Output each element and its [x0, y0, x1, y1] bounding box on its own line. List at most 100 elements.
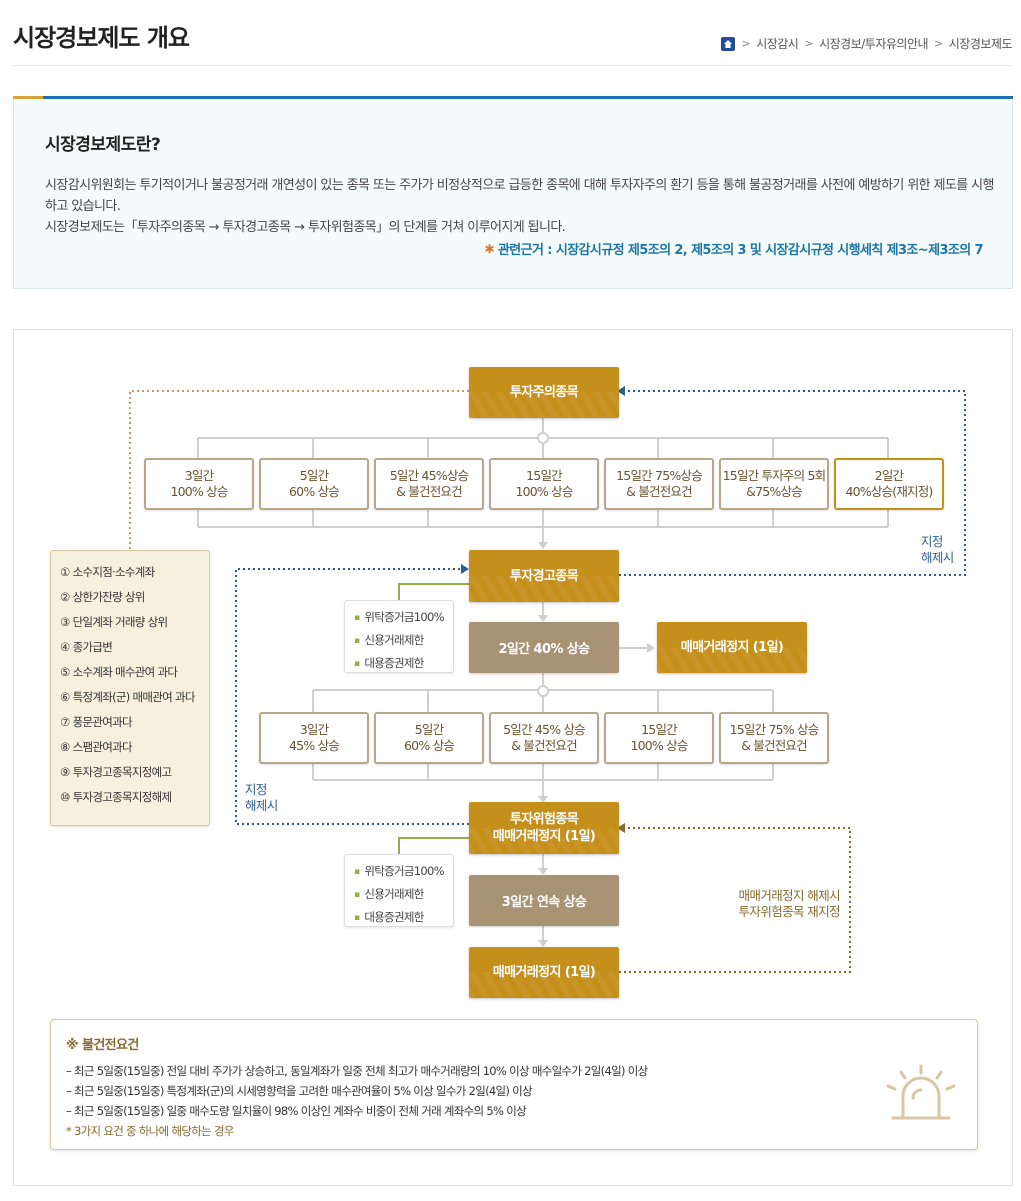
notes-list: – 최근 5일중(15일중) 전일 대비 주가가 상승하고, 동일계좌가 일중 …	[66, 1061, 977, 1121]
caution-stock-label: 투자주의종목	[509, 385, 579, 400]
notes-footnote: * 3가지 요건 중 하나에 해당하는 경우	[66, 1124, 234, 1138]
condition-line: & 불건전요건	[626, 484, 692, 499]
chevron-right-icon: >	[934, 37, 943, 50]
list-item: ⑦ 풍문관여과다	[60, 715, 133, 729]
condition-line: 5일간	[299, 468, 329, 483]
condition-line: 60% 상승	[289, 484, 340, 499]
risk-stock-label: 투자위험종목	[509, 812, 579, 827]
intro-paragraph: 시장감시위원회는 투기적이거나 불공정거래 개연성이 있는 종목 또는 주가가 …	[45, 178, 995, 214]
list-item: ⑤ 소수계좌 매수관여 과다	[60, 665, 178, 679]
intro-paragraph: 시장경보제도는「투자주의종목 → 투자경고종목 → 투자위험종목」의 단계를 거…	[45, 220, 566, 235]
breadcrumb-item[interactable]: 시장경보/투자유의안내	[819, 37, 929, 51]
risk-stock-sublabel: 매매거래정지 (1일)	[492, 829, 596, 844]
condition-line: 5일간	[414, 722, 444, 737]
condition-line: 45% 상승	[289, 738, 340, 753]
list-item: ④ 종가급변	[60, 640, 113, 654]
condition-line: 15일간	[641, 722, 678, 737]
warning-trigger-node: 2일간 40% 상승	[469, 622, 619, 673]
caution-condition: 15일간 75%상승& 불건전요건	[604, 458, 714, 510]
risk-trigger-node: 3일간 연속 상승	[469, 875, 619, 926]
condition-line: &75%상승	[746, 484, 803, 499]
condition-line: 2일간	[874, 468, 904, 483]
warning-stock-node: 투자경고종목	[469, 550, 619, 602]
condition-line: & 불건전요건	[396, 484, 462, 499]
list-item: ③ 단일계좌 거래량 상위	[60, 615, 168, 629]
chevron-right-icon: >	[804, 37, 814, 50]
condition-line: 40%상승(재지정)	[845, 484, 933, 499]
caution-stock-node: 투자주의종목	[469, 367, 619, 418]
condition-line: 15일간 75%상승	[616, 468, 702, 483]
risk-halt-label: 매매거래정지 (1일)	[492, 965, 596, 980]
list-item: ⑩ 투자경고종목지정해제	[60, 790, 172, 804]
condition-line: & 불건전요건	[511, 738, 577, 753]
list-item: ⑨ 투자경고종목지정예고	[60, 765, 172, 779]
caution-criteria-list: ① 소수지점·소수계좌 ② 상한가잔량 상위 ③ 단일계좌 거래량 상위 ④ 종…	[50, 550, 210, 826]
release-line: 지정	[245, 782, 267, 797]
breadcrumb: > 시장감시 > 시장경보/투자유의안내 > 시장경보제도	[721, 35, 1013, 52]
condition-line: 100% 상승	[170, 484, 228, 499]
star-icon: ✱	[484, 241, 494, 256]
list-item: 대용증권제한	[354, 653, 453, 676]
condition-line: 15일간 75% 상승	[729, 722, 820, 737]
condition-line: 100% 상승	[515, 484, 573, 499]
intro-heading: 시장경보제도란?	[45, 135, 161, 155]
intro-topbar	[13, 96, 1013, 99]
title-divider	[13, 65, 1012, 66]
list-item: ② 상한가잔량 상위	[60, 590, 145, 604]
condition-line: 100% 상승	[630, 738, 688, 753]
condition-line: 3일간	[299, 722, 329, 737]
breadcrumb-item[interactable]: 시장경보제도	[948, 37, 1013, 51]
condition-line: 60% 상승	[404, 738, 455, 753]
chevron-right-icon: >	[741, 37, 751, 50]
warning-measures: 위탁증거금100% 신용거래제한 대용증권제한	[344, 600, 454, 673]
caution-condition: 15일간 투자주의 5회&75%상승	[719, 458, 829, 510]
unfair-conditions-notes: ※ 불건전요건 – 최근 5일중(15일중) 전일 대비 주가가 상승하고, 동…	[50, 1019, 978, 1150]
legal-reference-text: 관련근거 : 시장감시규정 제5조의 2, 제5조의 3 및 시장감시규정 시행…	[497, 243, 984, 258]
intro-text: 시장감시위원회는 투기적이거나 불공정거래 개연성이 있는 종목 또는 주가가 …	[45, 175, 995, 238]
breadcrumb-item[interactable]: 시장감시	[756, 37, 799, 51]
intro-panel: 시장경보제도란? 시장감시위원회는 투기적이거나 불공정거래 개연성이 있는 종…	[13, 96, 1013, 289]
warning-stock-label: 투자경고종목	[509, 568, 579, 584]
home-icon[interactable]	[721, 36, 736, 51]
condition-line: 3일간	[184, 468, 214, 483]
list-item: – 최근 5일중(15일중) 특정계좌(군)의 시세영향력을 고려한 매수관여율…	[66, 1084, 533, 1098]
list-item: 신용거래제한	[354, 630, 453, 653]
condition-line: & 불건전요건	[741, 738, 807, 753]
caution-condition: 5일간 45%상승& 불건전요건	[374, 458, 484, 510]
warning-condition: 15일간 75% 상승& 불건전요건	[719, 712, 829, 764]
redesignate-line: 매매거래정지 해제시	[738, 888, 841, 903]
list-item: ⑧ 스팸관여과다	[60, 740, 133, 754]
list-item: 위탁증거금100%	[354, 607, 453, 630]
siren-icon	[886, 1064, 956, 1120]
legal-reference: ✱ 관련근거 : 시장감시규정 제5조의 2, 제5조의 3 및 시장감시규정 …	[484, 239, 984, 259]
risk-measures: 위탁증거금100% 신용거래제한 대용증권제한	[344, 854, 454, 927]
condition-line: 15일간	[526, 468, 563, 483]
list-item: ① 소수지점·소수계좌	[60, 565, 155, 579]
condition-line: 5일간 45% 상승	[503, 722, 585, 737]
warning-halt-label: 매매거래정지 (1일)	[680, 640, 784, 655]
release-line: 해제시	[921, 550, 954, 565]
release-line: 지정	[921, 534, 943, 549]
list-item: – 최근 5일중(15일중) 일중 매수도량 일치율이 98% 이상인 계좌수 …	[66, 1104, 527, 1118]
page-title: 시장경보제도 개요	[13, 24, 190, 52]
list-item: 신용거래제한	[354, 884, 453, 907]
notes-title: ※ 불건전요건	[66, 1038, 139, 1053]
list-item: ⑥ 특정계좌(군) 매매관여 과다	[60, 690, 195, 704]
condition-line: 5일간 45%상승	[389, 468, 469, 483]
condition-line: 15일간 투자주의 5회	[722, 468, 827, 483]
redesignate-line: 투자위험종목 재지정	[738, 904, 841, 919]
warning-halt-node: 매매거래정지 (1일)	[657, 622, 807, 673]
connector-lines	[129, 386, 966, 973]
list-item: – 최근 5일중(15일중) 전일 대비 주가가 상승하고, 동일계좌가 일중 …	[66, 1064, 648, 1078]
